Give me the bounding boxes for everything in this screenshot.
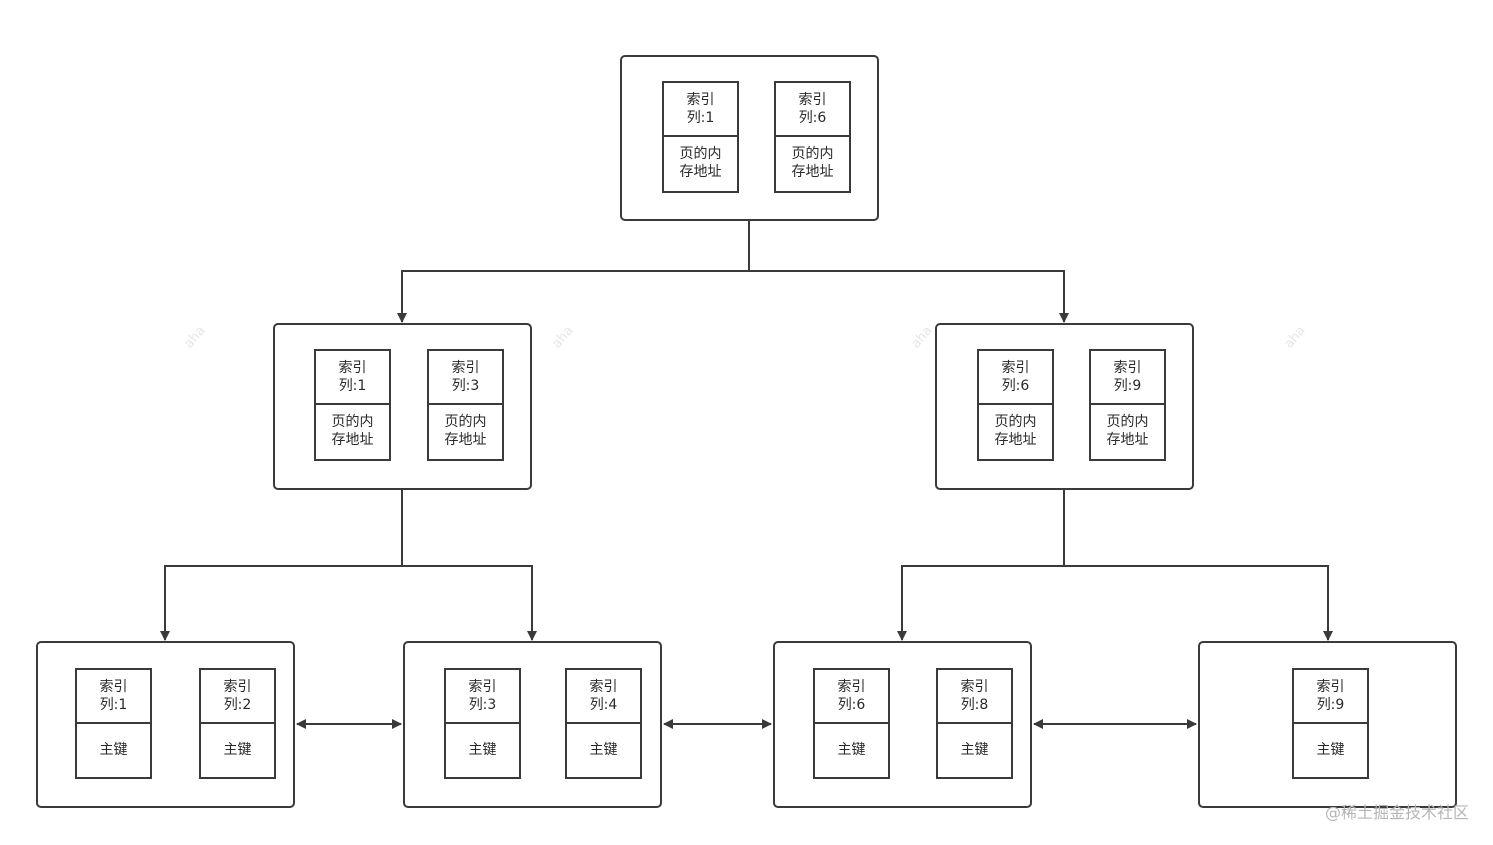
index-key: 索引 列:1 bbox=[664, 83, 737, 137]
leaf-cell: 索引 列:4 主键 bbox=[565, 668, 642, 779]
primary-key: 主键 bbox=[223, 741, 252, 758]
internal-node-right: 索引 列:6 页的内 存地址 索引 列:9 页的内 存地址 bbox=[935, 323, 1194, 490]
leaf-cell: 索引 列:6 主键 bbox=[813, 668, 890, 779]
internal-cell: 索引 列:9 页的内 存地址 bbox=[1089, 349, 1166, 461]
page-address: 页的内 存地址 bbox=[1106, 414, 1149, 448]
index-key: 索引 列:6 bbox=[815, 670, 888, 724]
leaf-cell: 索引 列:8 主键 bbox=[936, 668, 1013, 779]
index-key: 索引 列:8 bbox=[938, 670, 1011, 724]
internal-node-left: 索引 列:1 页的内 存地址 索引 列:3 页的内 存地址 bbox=[273, 323, 532, 490]
edge-right-to-leaf3 bbox=[897, 490, 1065, 641]
index-key: 索引 列:9 bbox=[1294, 670, 1367, 724]
leaf-node-4: 索引 列:9 主键 bbox=[1198, 641, 1457, 808]
root-cell-0: 索引 列:1 页的内 存地址 bbox=[662, 81, 739, 193]
index-key: 索引 列:6 bbox=[776, 83, 849, 137]
edge-left-to-leaf1 bbox=[160, 490, 403, 641]
index-key: 索引 列:2 bbox=[201, 670, 274, 724]
primary-key: 主键 bbox=[837, 741, 866, 758]
primary-key: 主键 bbox=[589, 741, 618, 758]
edge-left-to-leaf2 bbox=[402, 565, 537, 641]
root-cell-1: 索引 列:6 页的内 存地址 bbox=[774, 81, 851, 193]
page-address: 页的内 存地址 bbox=[679, 146, 722, 180]
index-key: 索引 列:1 bbox=[77, 670, 150, 724]
leaf-node-1: 索引 列:1 主键 索引 列:2 主键 bbox=[36, 641, 295, 808]
internal-cell: 索引 列:1 页的内 存地址 bbox=[314, 349, 391, 461]
page-address: 页的内 存地址 bbox=[791, 146, 834, 180]
edge-root-to-left bbox=[397, 221, 750, 323]
index-key: 索引 列:1 bbox=[316, 351, 389, 405]
root-node: 索引 列:1 页的内 存地址 索引 列:6 页的内 存地址 bbox=[620, 55, 879, 221]
edge-root-to-right bbox=[749, 270, 1069, 323]
site-credit: @稀土掘金技术社区 bbox=[1324, 803, 1469, 822]
page-address: 页的内 存地址 bbox=[444, 414, 487, 448]
primary-key: 主键 bbox=[99, 741, 128, 758]
primary-key: 主键 bbox=[1316, 741, 1345, 758]
internal-cell: 索引 列:6 页的内 存地址 bbox=[977, 349, 1054, 461]
leaf-cell: 索引 列:1 主键 bbox=[75, 668, 152, 779]
index-key: 索引 列:6 bbox=[979, 351, 1052, 405]
index-key: 索引 列:3 bbox=[429, 351, 502, 405]
leaf-cell: 索引 列:3 主键 bbox=[444, 668, 521, 779]
page-address: 页的内 存地址 bbox=[331, 414, 374, 448]
internal-cell: 索引 列:3 页的内 存地址 bbox=[427, 349, 504, 461]
page-address: 页的内 存地址 bbox=[994, 414, 1037, 448]
leaf-cell: 索引 列:2 主键 bbox=[199, 668, 276, 779]
primary-key: 主键 bbox=[468, 741, 497, 758]
leaf-node-2: 索引 列:3 主键 索引 列:4 主键 bbox=[403, 641, 662, 808]
index-key: 索引 列:9 bbox=[1091, 351, 1164, 405]
index-key: 索引 列:3 bbox=[446, 670, 519, 724]
primary-key: 主键 bbox=[960, 741, 989, 758]
edge-right-to-leaf4 bbox=[1064, 565, 1333, 641]
leaf-cell: 索引 列:9 主键 bbox=[1292, 668, 1369, 779]
leaf-node-3: 索引 列:6 主键 索引 列:8 主键 bbox=[773, 641, 1032, 808]
index-key: 索引 列:4 bbox=[567, 670, 640, 724]
